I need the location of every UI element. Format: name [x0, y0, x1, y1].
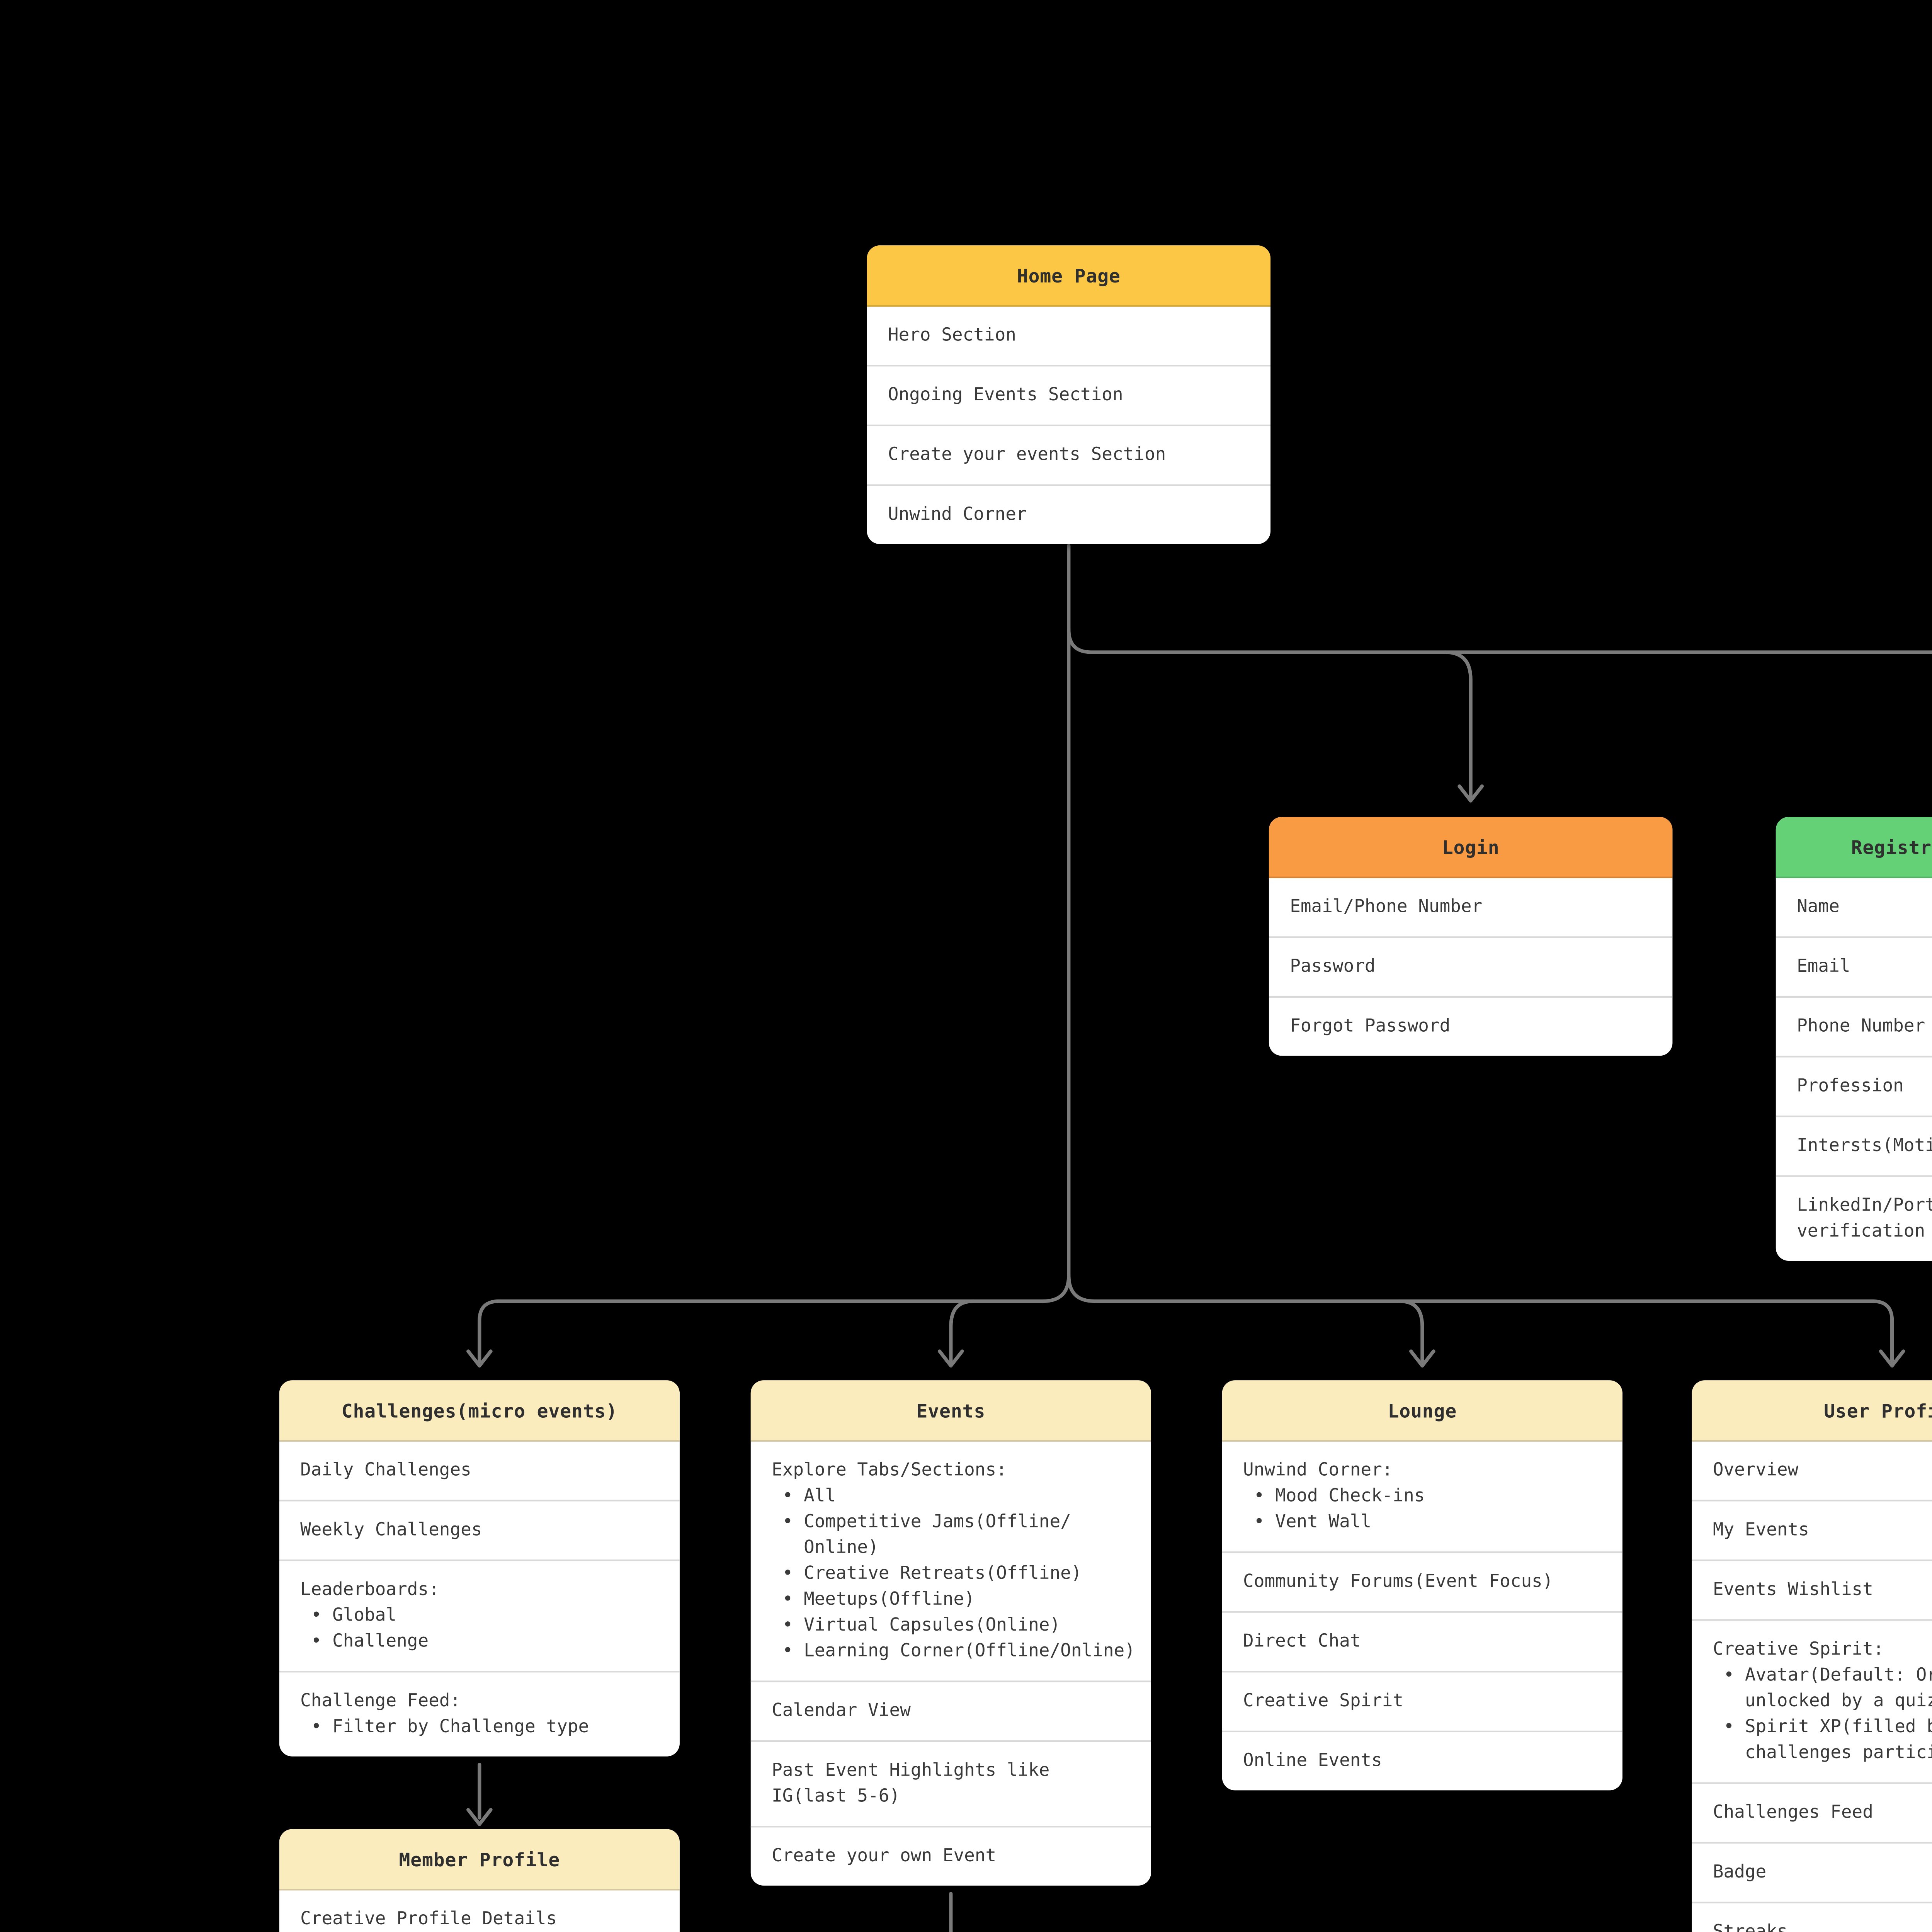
node-rows: Unwind Corner: • Mood Check-ins • Vent W…: [1222, 1442, 1622, 1790]
node-title: Events: [750, 1380, 1151, 1442]
branch-lower-left-line: [478, 1299, 1045, 1366]
node-title: Member Profile: [279, 1829, 680, 1891]
row-item: Weekly Challenges: [279, 1500, 680, 1560]
login-drop-line: [1443, 650, 1473, 801]
row-item: Direct Chat: [1222, 1611, 1622, 1671]
member-profile-arrowhead-icon: [466, 1808, 493, 1826]
challenges-arrowhead-icon: [466, 1349, 493, 1368]
row-item: Creative Spirit: [1222, 1671, 1622, 1731]
row-item: Badge: [1692, 1842, 1932, 1902]
fork-right-fillet: [1067, 1274, 1097, 1303]
node-title: Challenges(micro events): [279, 1380, 680, 1442]
row-item: Overview: [1713, 1459, 1799, 1481]
row-item: Unwind Corner: [867, 484, 1271, 544]
row-item: My Events: [1692, 1500, 1932, 1560]
node-title: Lounge: [1222, 1380, 1622, 1442]
lounge-arrowhead-icon: [1409, 1349, 1435, 1368]
row-item: Streaks: [1692, 1901, 1932, 1932]
row-item: Leaderboards: • Global • Challenge: [279, 1559, 680, 1671]
row-item: Creative Spirit: • Avatar(Default: Orb, …: [1692, 1619, 1932, 1782]
row-item: Forgot Password: [1269, 996, 1673, 1056]
events-arrowhead-icon: [938, 1349, 964, 1368]
node-rows: Explore Tabs/Sections: • All • Competiti…: [750, 1442, 1151, 1886]
fork-left-fillet: [1041, 1274, 1071, 1303]
row-item: Create your events Section: [867, 424, 1271, 485]
row-item: Profession: [1776, 1056, 1932, 1116]
row-item: Password: [1269, 936, 1673, 996]
row-item: Phone Number: [1776, 996, 1932, 1056]
row-item: Events Wishlist: [1692, 1559, 1932, 1619]
row-item: Hero Section: [888, 324, 1016, 346]
row-item: Challenges Feed: [1692, 1782, 1932, 1842]
row-item: Create your own Event: [750, 1826, 1151, 1886]
branch-lower-right-line: [1093, 1299, 1894, 1366]
row-item: Email/Phone Number: [1290, 896, 1483, 917]
row-item: LinkedIn/Portfolio for verification badg…: [1776, 1175, 1932, 1261]
row-item: Intersts(Motives for Platform): [1776, 1115, 1932, 1175]
node-title: Home Page: [867, 245, 1271, 307]
login-arrowhead-icon: [1458, 784, 1484, 803]
row-item: Online Events: [1222, 1730, 1622, 1791]
row-item: Name: [1797, 896, 1840, 917]
row-item: Explore Tabs/Sections: • All • Competiti…: [772, 1459, 1135, 1662]
node-member-profile[interactable]: Member Profile Creative Profile DetailsV…: [279, 1829, 680, 1932]
node-title: Registration(New User): [1776, 817, 1932, 878]
row-item: Past Event Highlights like IG(last 5-6): [750, 1740, 1151, 1826]
events-drop-line: [949, 1299, 975, 1366]
lounge-drop-line: [1398, 1299, 1424, 1366]
row-item: Calendar View: [750, 1680, 1151, 1740]
user-profile-arrowhead-icon: [1879, 1349, 1905, 1368]
row-item: Creative Profile Details: [300, 1908, 557, 1929]
row-item: Challenge Feed: • Filter by Challenge ty…: [279, 1671, 680, 1756]
branch-upper-line: [1067, 628, 1932, 654]
node-rows: Creative Profile DetailsVerification Bad…: [279, 1890, 680, 1932]
node-title: User Profile: [1692, 1380, 1932, 1442]
row-item: Email: [1776, 936, 1932, 996]
row-item: Ongoing Events Section: [867, 365, 1271, 425]
row-item: Unwind Corner: • Mood Check-ins • Vent W…: [1243, 1459, 1425, 1532]
node-title: Login: [1269, 817, 1673, 878]
node-challenges[interactable]: Challenges(micro events) Daily Challenge…: [279, 1380, 680, 1757]
row-item: Daily Challenges: [300, 1459, 471, 1481]
node-lounge[interactable]: Lounge Unwind Corner: • Mood Check-ins •…: [1222, 1380, 1622, 1791]
node-events[interactable]: Events Explore Tabs/Sections: • All • Co…: [750, 1380, 1151, 1886]
row-item: Community Forums(Event Focus): [1222, 1551, 1622, 1611]
